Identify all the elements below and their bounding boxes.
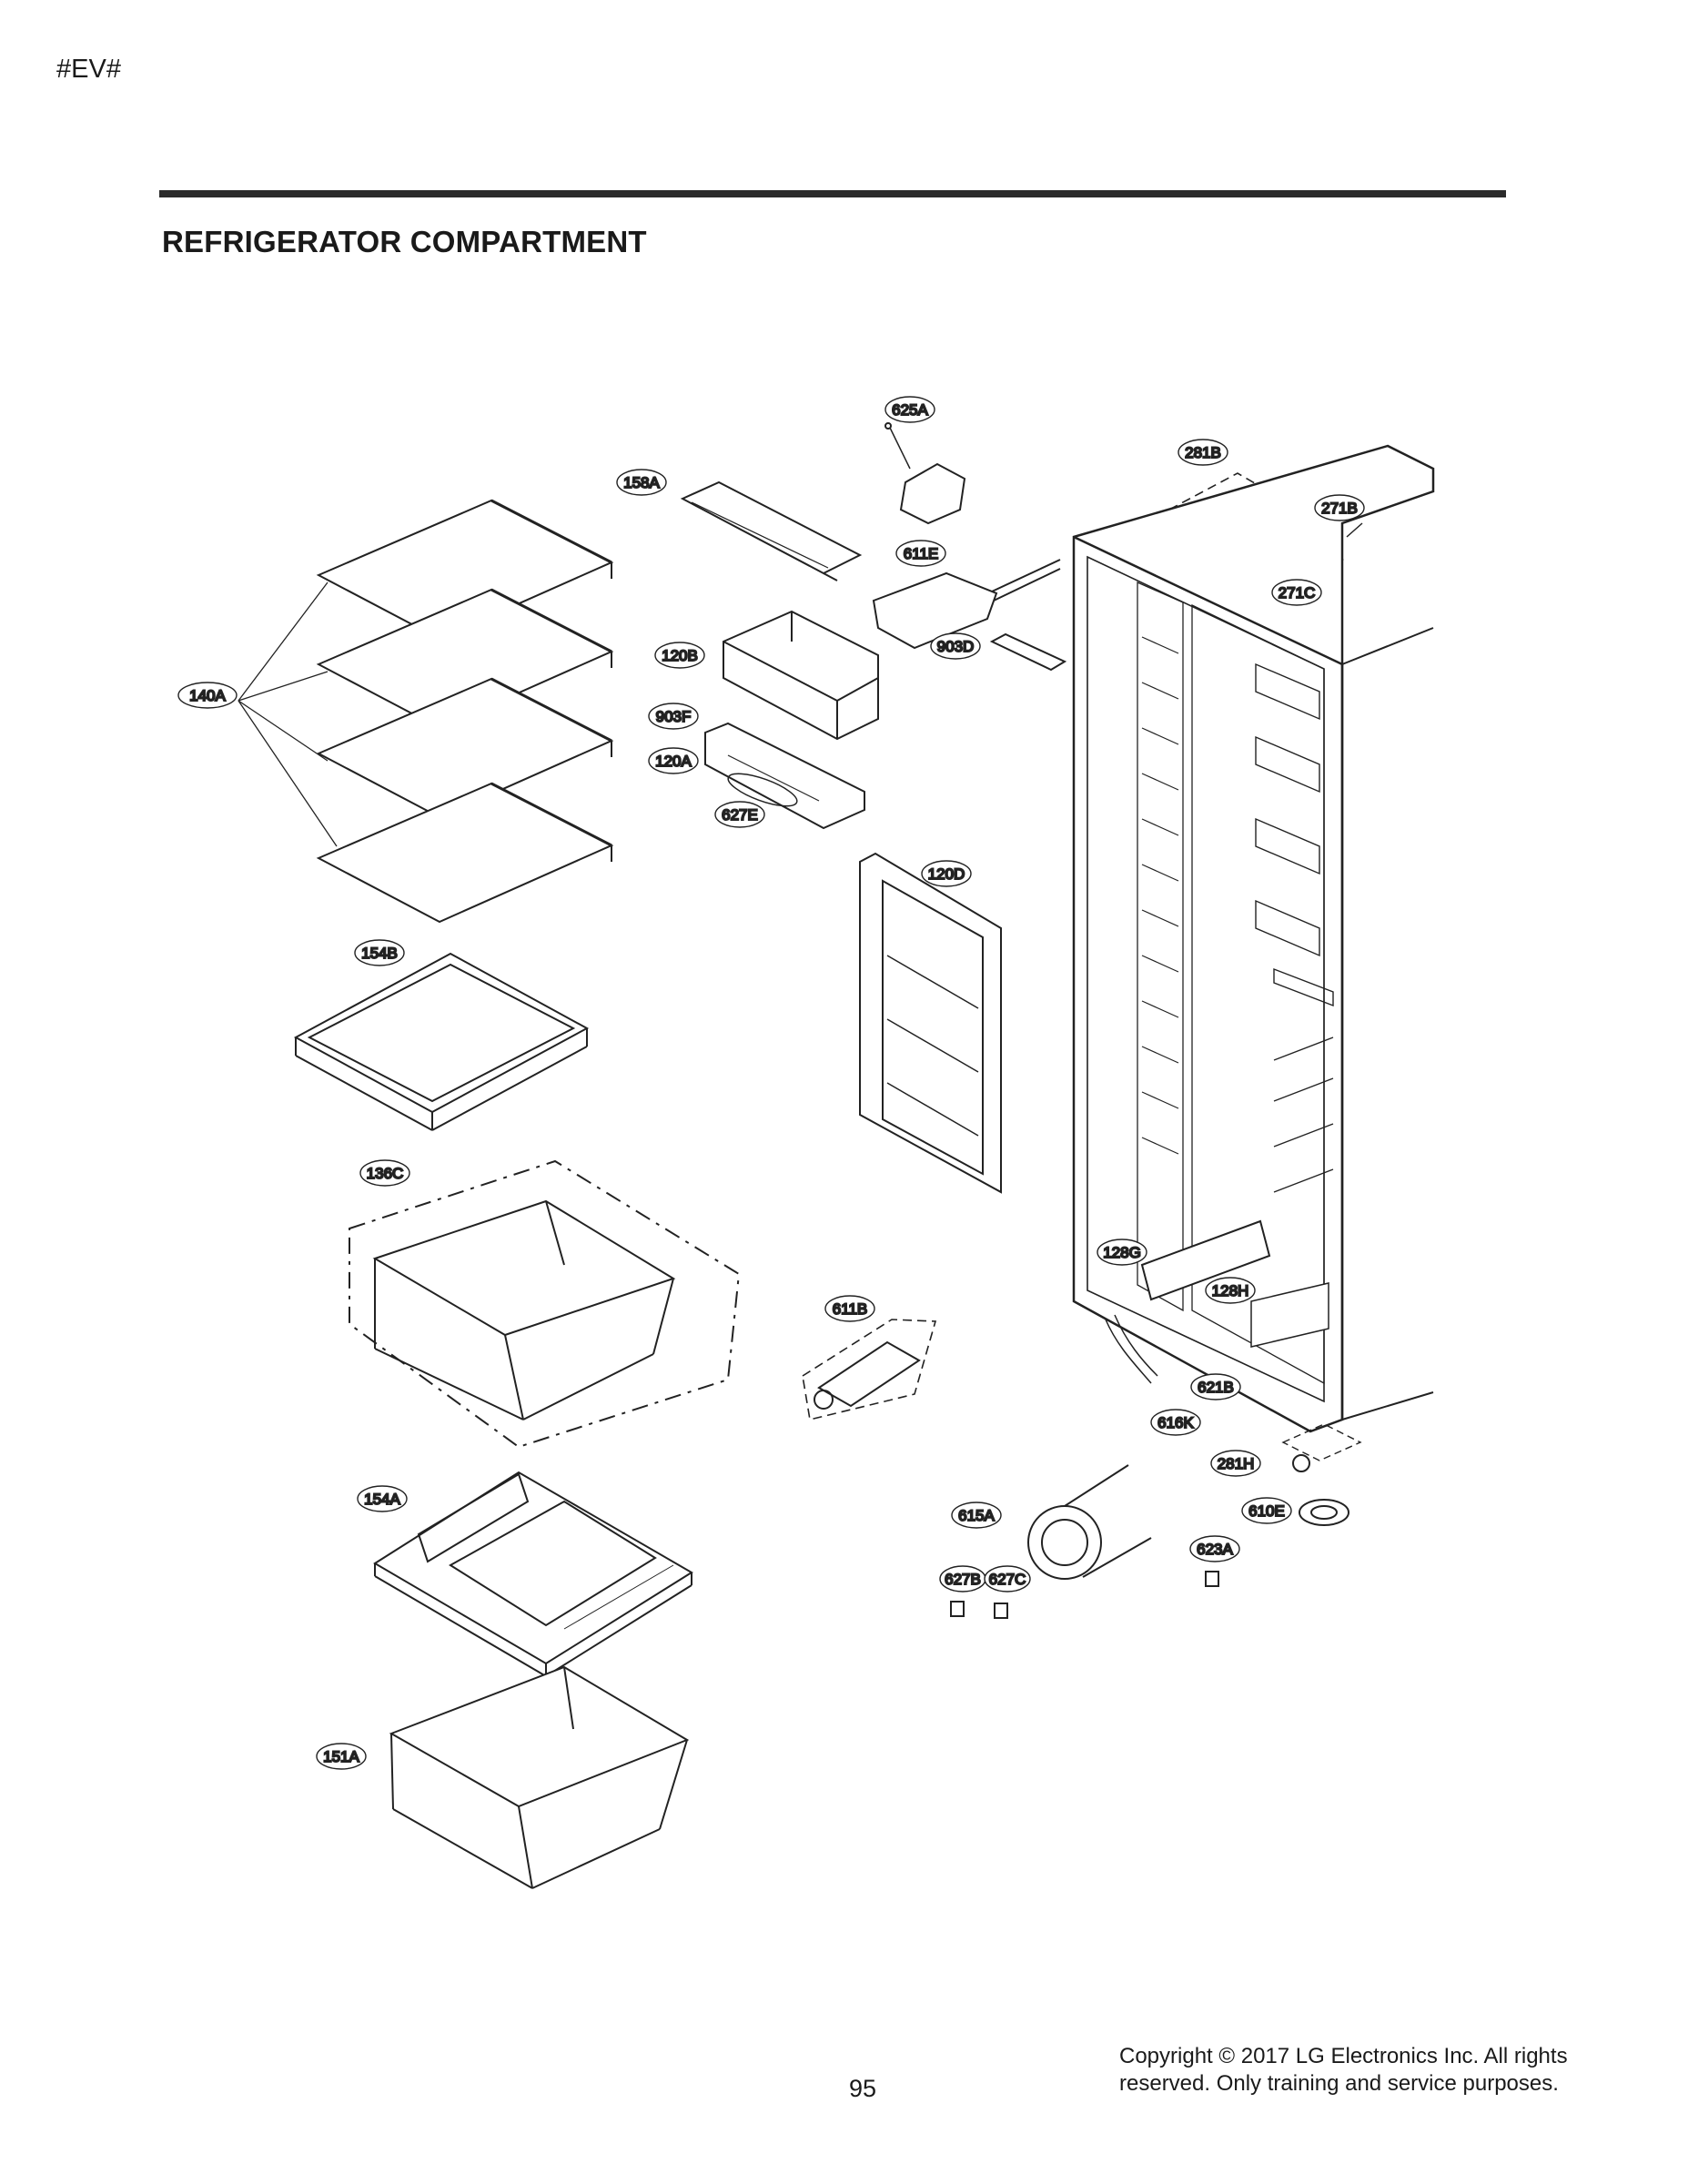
label-616k: 616K — [1157, 1414, 1194, 1431]
label-158a: 158A — [623, 474, 660, 491]
callout-128g: 128G — [1097, 1239, 1147, 1266]
water-tube — [1105, 1314, 1158, 1384]
label-271b: 271B — [1321, 500, 1358, 517]
callout-151a: 151A — [316, 1743, 367, 1770]
tube-coil-615a — [1027, 1464, 1152, 1580]
glass-shelf — [316, 588, 614, 730]
label-903f: 903F — [656, 708, 692, 725]
glass-shelf — [316, 677, 614, 819]
light-cover-158a — [680, 480, 863, 581]
callout-120b: 120B — [654, 642, 705, 669]
water-filter-611b — [802, 1319, 937, 1421]
label-610e: 610E — [1248, 1502, 1285, 1520]
leader-lines-140a — [238, 581, 338, 847]
glass-shelf — [316, 499, 614, 641]
label-271c: 271C — [1279, 584, 1316, 602]
callout-611e: 611E — [895, 540, 946, 567]
callout-140a: 140A — [177, 682, 238, 709]
callout-610e: 610E — [1241, 1497, 1292, 1524]
label-625a: 625A — [892, 401, 928, 419]
label-140a: 140A — [189, 687, 226, 704]
callout-611b: 611B — [824, 1295, 875, 1322]
part-120a — [704, 722, 865, 830]
header-rule — [159, 190, 1506, 197]
part-611e — [872, 559, 1061, 650]
shelf-154b — [293, 952, 590, 1131]
callout-281h: 281H — [1210, 1450, 1261, 1477]
shelf-rails — [1141, 636, 1179, 1155]
callout-627e: 627E — [714, 801, 765, 828]
callout-903d: 903D — [930, 632, 981, 660]
part-625a — [884, 422, 966, 525]
callout-616k: 616K — [1150, 1409, 1201, 1436]
callout-627b: 627B — [939, 1565, 986, 1592]
clip-623a — [1205, 1571, 1219, 1587]
page-title: REFRIGERATOR COMPARTMENT — [162, 225, 647, 258]
glass-shelves-140a — [238, 499, 614, 924]
label-120d: 120D — [928, 865, 965, 883]
clip-627b — [950, 1601, 965, 1617]
label-611e: 611E — [904, 545, 938, 562]
callout-615a: 615A — [951, 1502, 1002, 1529]
part-903d — [989, 632, 1067, 672]
crisper-drawer-136c — [349, 1159, 741, 1449]
model-code: #EV# — [56, 55, 121, 84]
callout-281b: 281B — [1178, 439, 1228, 466]
callout-120d: 120D — [921, 860, 972, 887]
door-bins — [1255, 662, 1334, 1193]
label-611b: 611B — [833, 1300, 867, 1318]
label-151a: 151A — [323, 1748, 359, 1765]
callout-621b: 621B — [1190, 1373, 1241, 1400]
drawer-151a — [389, 1665, 690, 1889]
callout-271b: 271B — [1314, 494, 1365, 521]
label-120a: 120A — [655, 753, 692, 770]
drawer-154a — [373, 1471, 693, 1677]
label-623a: 623A — [1197, 1541, 1233, 1558]
label-281h: 281H — [1218, 1455, 1255, 1472]
callout-271c: 271C — [1271, 579, 1322, 606]
label-615a: 615A — [958, 1507, 995, 1524]
callout-158a: 158A — [616, 469, 667, 496]
callout-154a: 154A — [357, 1485, 408, 1512]
callout-136c: 136C — [359, 1159, 410, 1187]
callout-120a: 120A — [648, 747, 699, 774]
callout-128h: 128H — [1205, 1277, 1256, 1304]
callout-625a: 625A — [884, 396, 935, 423]
part-610e — [1299, 1499, 1349, 1526]
label-281b: 281B — [1185, 444, 1221, 461]
copyright-line-1: Copyright © 2017 LG Electronics Inc. All… — [1119, 2044, 1568, 2068]
label-627c: 627C — [989, 1571, 1026, 1588]
page-number: 95 — [849, 2075, 877, 2102]
callout-903f: 903F — [648, 703, 699, 730]
label-627e: 627E — [722, 806, 758, 824]
label-621b: 621B — [1198, 1379, 1234, 1396]
copyright-line-2: reserved. Only training and service purp… — [1119, 2071, 1559, 2096]
panel-120d — [859, 852, 1002, 1194]
hinge-128g — [1140, 1219, 1271, 1301]
label-627b: 627B — [945, 1571, 981, 1588]
label-154b: 154B — [361, 945, 398, 962]
clip-627c — [994, 1603, 1008, 1619]
part-281h — [1281, 1423, 1362, 1472]
callout-623a: 623A — [1189, 1535, 1240, 1562]
callout-627c: 627C — [984, 1565, 1031, 1592]
label-903d: 903D — [937, 638, 975, 655]
label-128g: 128G — [1103, 1244, 1141, 1261]
label-120b: 120B — [662, 647, 698, 664]
hinge-128h — [1250, 1282, 1329, 1348]
label-154a: 154A — [364, 1491, 400, 1508]
callout-154b: 154B — [354, 939, 405, 966]
glass-shelf — [316, 782, 614, 924]
refrigerator-cabinet — [1072, 444, 1435, 1433]
part-120b — [723, 610, 879, 741]
label-128h: 128H — [1212, 1282, 1249, 1299]
copyright-notice: Copyright © 2017 LG Electronics Inc. All… — [1119, 2043, 1629, 2098]
label-136c: 136C — [367, 1165, 404, 1182]
